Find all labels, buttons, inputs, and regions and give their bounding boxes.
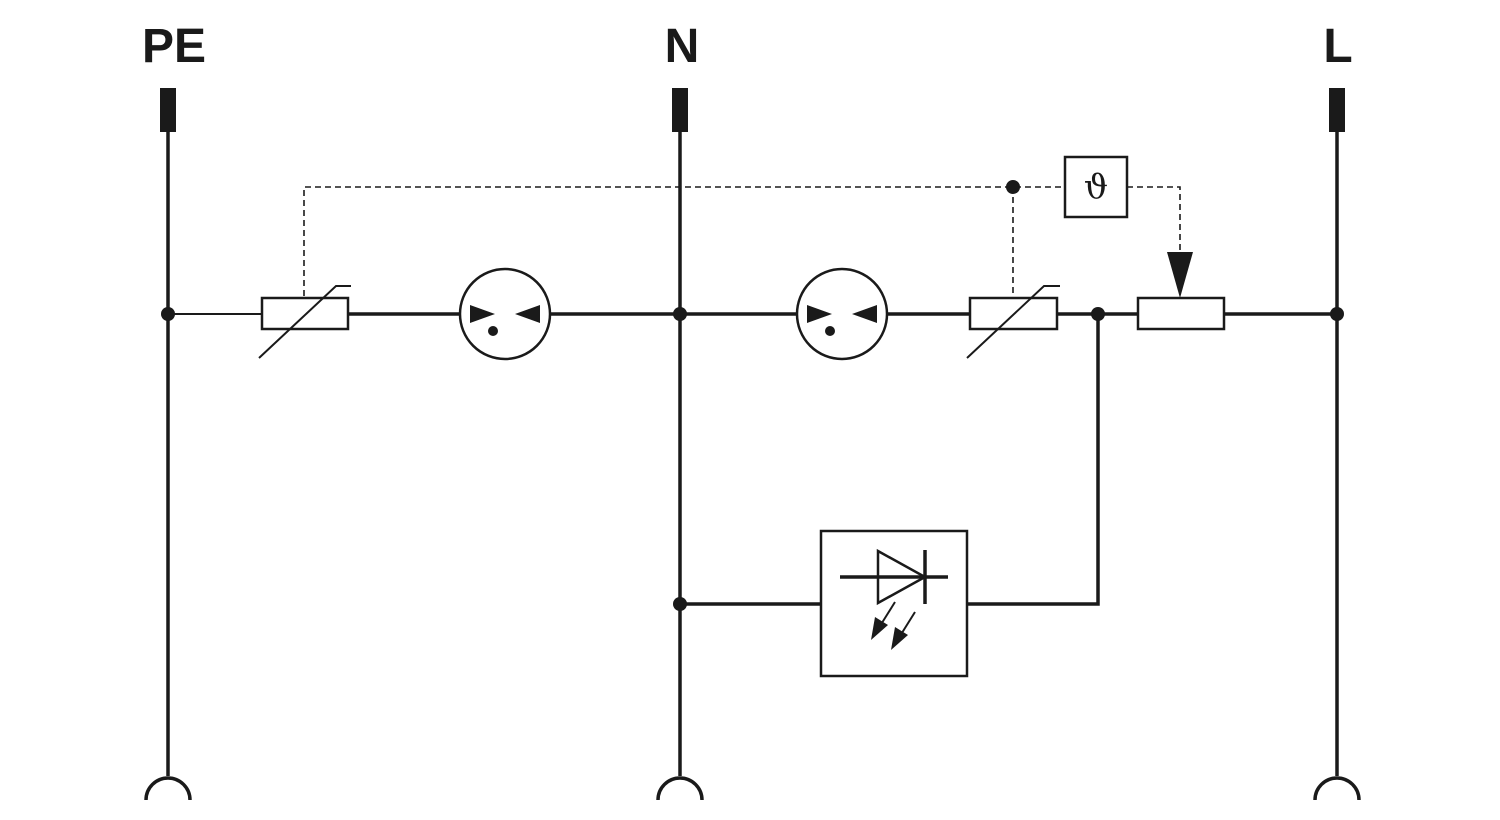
l-bottom-connector bbox=[1313, 776, 1361, 801]
terminal-pe-label: PE bbox=[142, 20, 206, 73]
indicator-to-node-wire bbox=[967, 314, 1100, 606]
varistor-2 bbox=[966, 285, 1060, 359]
terminal-l-label: L bbox=[1323, 20, 1352, 73]
junction-l bbox=[1330, 307, 1344, 321]
spark-gap-2 bbox=[795, 267, 889, 361]
light-emission-arrows-icon bbox=[871, 601, 916, 650]
pe-bottom-connector bbox=[144, 776, 192, 801]
thermal-disconnect-box: ϑ bbox=[1063, 155, 1129, 219]
junction-thermal-link bbox=[1006, 180, 1020, 194]
thermal-link-left bbox=[303, 186, 1065, 296]
fuse bbox=[1136, 296, 1226, 331]
led-indicator bbox=[819, 529, 969, 678]
terminal-n-label: N bbox=[665, 20, 700, 73]
terminal-pe-block bbox=[160, 88, 176, 132]
thermal-link-right bbox=[1127, 186, 1181, 252]
n-bottom-connector bbox=[656, 776, 704, 801]
terminal-l-block bbox=[1329, 88, 1345, 132]
terminal-n-block bbox=[672, 88, 688, 132]
junction-pe bbox=[161, 307, 175, 321]
junction-n bbox=[673, 307, 687, 321]
spark-gap-1 bbox=[458, 267, 552, 361]
fuse-actuator-arrow bbox=[1167, 252, 1193, 298]
thermal-symbol: ϑ bbox=[1084, 167, 1108, 207]
varistor-1 bbox=[258, 285, 351, 359]
